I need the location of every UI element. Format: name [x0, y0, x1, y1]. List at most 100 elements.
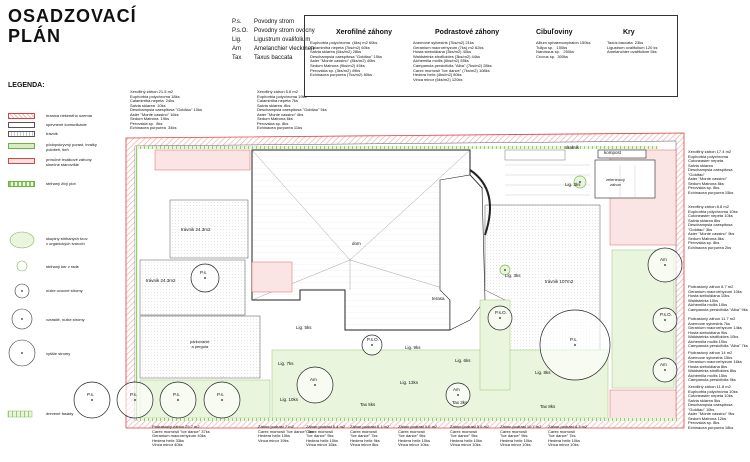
bed-note: Podrastový záhon 25.7 m2 Carex morrowii …: [152, 424, 210, 447]
count-label: Lig. 13ks: [400, 380, 419, 385]
plant-summary-box: Xerofilné záhony Euphorbia polychroma (6…: [304, 15, 678, 97]
tree-label: P.s.: [570, 337, 578, 342]
count-label: Tax 8ks: [540, 404, 556, 409]
lawn-label-3: trávnik 107m2: [545, 279, 574, 284]
tree-center-dot: [579, 181, 581, 183]
tree-center-dot: [371, 344, 373, 346]
tree-center-dot: [574, 344, 576, 346]
hedge-south: [138, 418, 678, 421]
tree-label: P.s.O.: [495, 310, 507, 315]
group-items: Euphorbia polychroma (6ks) m2 60ks Calam…: [310, 40, 382, 78]
vegetable-label: zeleninový záhon: [606, 177, 625, 187]
bed-note: Záhon podrast 5.6 m2 Carex morrowii "Ice…: [398, 424, 438, 447]
tree-label: P.s.: [200, 270, 208, 275]
tree-center-dot: [221, 399, 223, 401]
bed-note: Podrastový záhon 14 m2 Anemone sylvestri…: [688, 350, 742, 382]
tree-label: Am: [453, 387, 460, 392]
group-title: Xerofilné záhony: [336, 29, 393, 36]
count-label: Lig. 3ks: [505, 273, 521, 278]
terrace: [439, 174, 486, 331]
bed-note: Podrastový záhon 8.7 m2 Geranium macrorr…: [688, 284, 748, 312]
tree-label: P.s.O.: [660, 312, 672, 317]
terrace-curve: [469, 169, 491, 236]
tree-center-dot: [664, 264, 666, 266]
bed-xero-right-2: [609, 389, 677, 421]
legend-text: drevené fasády: [46, 411, 74, 416]
legend-swatch-perennials: [8, 158, 35, 164]
legend-text: vyššie stromy: [46, 351, 71, 356]
legend-text: trávnik: [46, 131, 58, 136]
bed-note: Xerofilný záhon 17.4 m2 Euphorbia polych…: [688, 149, 734, 195]
legend-text: skupiny strihaných krov v organických tv…: [46, 236, 88, 246]
tree-center-dot: [177, 399, 179, 401]
bed-note: Xerofilný záhon 11.8 m2 Euphorbia polych…: [688, 384, 738, 430]
legend-text: nízke ovocné stromy: [46, 288, 83, 293]
legend-text: vzrastlé, nízke stromy: [46, 317, 85, 322]
legend-text: strihaný ker v rade: [46, 264, 79, 269]
bed-note: Xerofilný záhon 21.5 m2 Euphorbia polych…: [130, 89, 202, 130]
group-title: Podrastové záhony: [435, 29, 500, 36]
count-label: Lig. 3ks: [565, 182, 581, 187]
tree-center-dot: [499, 317, 501, 319]
bed-note: Záhon podrast 5.6 m2 Carex morrowii "Ice…: [450, 424, 490, 447]
group-items: Anemone sylvestris (7ks/m2) 21ks Geraniu…: [413, 40, 492, 82]
legend-wood-facade-swatch: [7, 410, 33, 418]
group-title: Cibuľoviny: [536, 29, 573, 36]
title-line-1: OSADZOVACÍ: [8, 6, 137, 26]
legend-text: strihaný živý plot: [46, 181, 76, 186]
lawn-label-2: trávnik 24.3m2: [146, 278, 176, 283]
bed-note: Podrastový záhon 11.7 m2 Anemone sylvest…: [688, 316, 748, 348]
rock-garden-label: skalník: [565, 145, 580, 150]
tree-label: Am: [660, 362, 667, 367]
tree-center-dot: [504, 269, 506, 271]
vegetable-bed: [594, 159, 656, 199]
tree-label: P.s.: [173, 392, 181, 397]
count-label: Lig. 10ks: [280, 397, 299, 402]
bed-xero-1: [154, 149, 251, 171]
count-label: Lig. 8ks: [535, 370, 551, 375]
parking-label: parkovanie a pergola: [190, 339, 210, 349]
bed-xero-2: [251, 261, 293, 293]
legend-swatch-paving: [8, 122, 35, 128]
legend-shrub-group-icon: [9, 231, 35, 249]
terrace-label: terasa: [432, 296, 445, 301]
trees: [73, 175, 683, 419]
group-title: Kry: [623, 29, 635, 36]
house-label: dom: [352, 241, 361, 246]
legend-text: príručné trvalkové záhony slnečné stanov…: [46, 157, 92, 167]
legend-swatch-hedge: [8, 181, 35, 187]
tree-center-dot: [664, 319, 666, 321]
legend-symbols: [7, 231, 36, 418]
count-label: Tax 5ks: [360, 402, 376, 407]
tree-label: P.s.: [130, 392, 138, 397]
count-label: Lig. 7ks: [278, 361, 294, 366]
legend-swatch-groundcover: [8, 143, 35, 149]
tree-center-dot: [314, 384, 316, 386]
legend-text: pôdopokryvný porast, trvalky polotieň, t…: [46, 142, 97, 152]
count-label: Tax 3ks: [452, 400, 468, 405]
tree-center-dot: [134, 399, 136, 401]
legend-swatch-boundary: [8, 113, 35, 119]
rock-garden: [504, 149, 566, 161]
page-title: OSADZOVACÍ PLÁN: [8, 6, 137, 46]
lawn-area-1: [169, 199, 249, 259]
bed-note: Záhon podrast 10.7 m2 Carex morrowii "Ic…: [500, 424, 542, 447]
bed-note: Záhon podrast 4.3 m2 Carex morrowii "Ice…: [548, 424, 588, 447]
legend-swatch-lawn: [8, 131, 35, 137]
bed-note: Záhon podrast 5.1 m2 Carex morrowii "Ice…: [350, 424, 390, 447]
compost-box: [597, 149, 647, 159]
lawn-area-2: [139, 259, 246, 316]
tree-center-dot: [91, 399, 93, 401]
bed-note: Xerofilný záhon 5.6 m2 Euphorbia polychr…: [257, 89, 327, 130]
group-items: Taxus baccata 23ks Ligustrum ovalifolium…: [607, 40, 658, 55]
legend-text: spevnené komunikácie: [46, 122, 87, 127]
count-label: Lig. 5ks: [296, 325, 312, 330]
count-label: Lig. 9ks: [405, 345, 421, 350]
tree-label: P.s.: [87, 392, 95, 397]
tree-center-dot: [664, 369, 666, 371]
legend-shrub-row-icon: [16, 260, 28, 272]
parking-area: [139, 315, 261, 379]
bed-note: Xerofilný záhon 8.8 m2 Euphorbia polychr…: [688, 204, 738, 250]
